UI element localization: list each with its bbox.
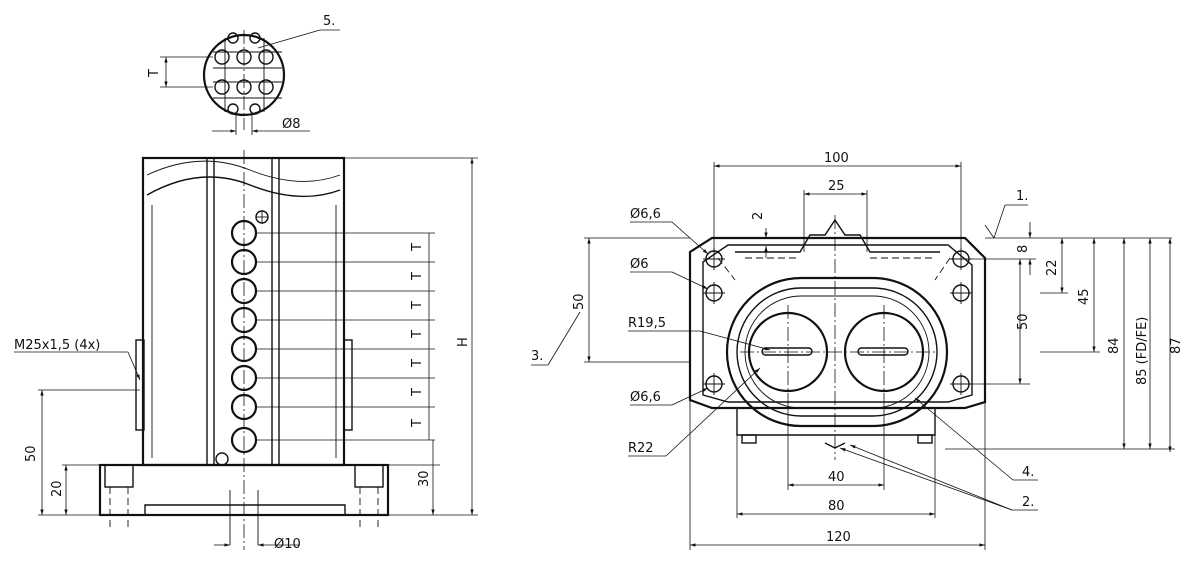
dim-T-2: T [410, 272, 425, 281]
dim-phi8: Ø8 [282, 117, 301, 132]
front-view: 100 25 2 Ø6,6 Ø6 R19,5 Ø6,6 R22 50 3. [531, 151, 1184, 550]
dim-50-front-right: 50 [1016, 313, 1031, 330]
dim-45: 45 [1077, 288, 1092, 305]
dim-80: 80 [828, 499, 845, 514]
dim-2: 2 [751, 212, 766, 220]
side-base [98, 463, 390, 545]
dim-25: 25 [828, 179, 845, 194]
mounting-holes [703, 248, 972, 395]
callout-3: 3. [531, 349, 543, 364]
detail-circle [160, 29, 340, 135]
dim-T-4: T [410, 330, 425, 339]
dim-T-3: T [410, 301, 425, 310]
front-body [688, 218, 987, 449]
dim-R195: R19,5 [628, 316, 666, 331]
dim-87: 87 [1169, 337, 1184, 354]
dim-T-5: T [410, 359, 425, 368]
T-dimension-chain [256, 232, 435, 441]
callout-5: 5. [323, 14, 335, 29]
dim-8: 8 [1016, 245, 1031, 253]
dim-phi66-top: Ø6,6 [630, 207, 661, 222]
dim-T-1: T [410, 243, 425, 252]
dim-50-front-left: 50 [572, 293, 587, 310]
dim-T-7: T [410, 419, 425, 428]
dim-22: 22 [1045, 259, 1060, 276]
dim-85: 85 (FD/FE) [1135, 317, 1150, 385]
dim-50-side: 50 [24, 445, 39, 462]
callout-2: 2. [1022, 495, 1034, 510]
dim-phi6: Ø6 [630, 257, 649, 272]
dim-100: 100 [824, 151, 849, 166]
callout-1: 1. [1016, 189, 1028, 204]
dim-phi10: Ø10 [274, 537, 301, 552]
dim-30: 30 [417, 470, 432, 487]
dim-T-detail: T [147, 69, 162, 78]
oval-housing [725, 215, 949, 460]
thread-label: M25x1,5 (4x) [14, 338, 100, 353]
dim-H: H [456, 337, 471, 347]
side-body [135, 150, 353, 550]
dim-T-6: T [410, 388, 425, 397]
dim-20: 20 [50, 480, 65, 497]
dim-120: 120 [826, 530, 851, 545]
dim-40: 40 [828, 470, 845, 485]
dim-84: 84 [1107, 337, 1122, 354]
callout-4: 4. [1022, 465, 1034, 480]
dim-phi66-bottom: Ø6,6 [630, 390, 661, 405]
side-view: T Ø8 5. [14, 14, 478, 552]
dim-R22: R22 [628, 441, 654, 456]
